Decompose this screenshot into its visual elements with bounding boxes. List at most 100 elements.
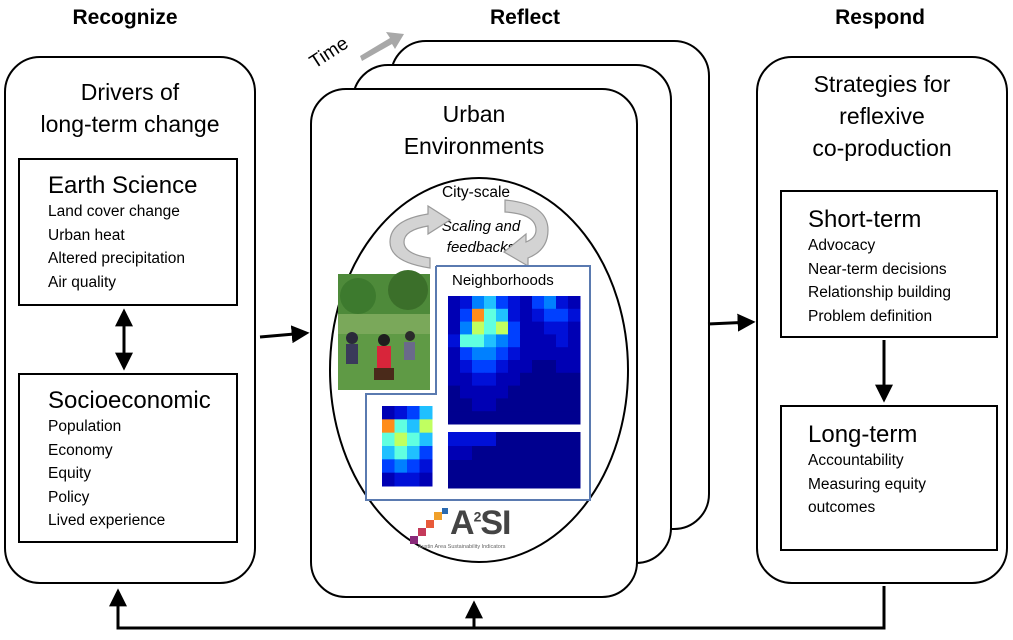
heatmap-cell	[544, 446, 557, 461]
earth-science-title: Earth Science	[48, 172, 198, 199]
heatmap-cell	[520, 398, 533, 412]
scaling-line2: feedbacks	[446, 239, 516, 256]
heatmap-cell	[520, 296, 533, 310]
earth-science-box: Earth Science Land cover change Urban he…	[18, 158, 238, 306]
heatmap-cell	[472, 372, 485, 387]
heatmap-cell	[472, 308, 485, 323]
list-item: Near-term decisions	[808, 260, 947, 278]
heatmap-cell	[508, 296, 521, 310]
heatmap-cell	[472, 460, 485, 475]
heatmap-cell	[532, 347, 545, 361]
heatmap-cell	[448, 321, 461, 335]
list-item: Problem definition	[808, 307, 933, 325]
heatmap-cell	[382, 406, 395, 420]
heatmap-cell	[496, 347, 509, 361]
scaling-line1: Scaling and	[441, 218, 521, 235]
heatmap-cell	[568, 411, 581, 425]
heatmap-cell	[448, 308, 461, 323]
heatmap-cell	[568, 321, 581, 335]
heatmap-cell	[508, 321, 521, 335]
heatmap-cell	[496, 411, 509, 425]
heatmap-cell	[460, 296, 473, 310]
recognize-to-reflect-arrow	[259, 325, 310, 344]
list-item: Equity	[48, 465, 92, 482]
heatmap-cell	[520, 460, 533, 475]
heatmap-cell	[407, 406, 420, 420]
socioeconomic-box: Socioeconomic Population Economy Equity …	[18, 373, 238, 543]
heatmap-cell	[568, 385, 581, 399]
heatmap-cell	[496, 321, 509, 335]
long-term-title: Long-term	[808, 421, 918, 448]
heatmap-cell	[568, 446, 581, 461]
heatmap-cell	[460, 460, 473, 475]
list-item: Advocacy	[808, 237, 876, 254]
long-term-box: Long-term Accountability Measuring equit…	[780, 405, 998, 551]
heatmap-cell	[484, 372, 497, 387]
heatmap-cell	[460, 347, 473, 361]
heatmap-cell	[460, 432, 473, 447]
heatmap-cell	[382, 419, 395, 434]
heatmap-cell	[508, 411, 521, 425]
heatmap-cell	[496, 360, 509, 374]
heatmap-cell	[484, 296, 497, 310]
heatmap-cell	[508, 460, 521, 475]
heatmap-cell	[472, 411, 485, 425]
heatmap-cell	[448, 347, 461, 361]
heatmap-cell	[484, 347, 497, 361]
heatmap-cell	[508, 474, 521, 489]
heatmap-cell	[382, 459, 395, 474]
socioeconomic-title: Socioeconomic	[48, 387, 211, 414]
heatmap-cell	[394, 406, 408, 420]
heatmap-cell	[484, 334, 497, 348]
reflect-header: Reflect	[489, 6, 561, 29]
heatmap-cell	[568, 460, 581, 475]
list-item: outcomes	[808, 499, 876, 516]
heatmap-cell	[520, 334, 533, 348]
heatmap-cell	[508, 372, 521, 387]
heatmap-cell	[556, 372, 569, 387]
heatmap-cell	[448, 385, 461, 399]
city-scale-label: City-scale	[441, 184, 511, 201]
heatmap-cell	[496, 334, 509, 348]
heatmap-large	[448, 296, 581, 425]
neighborhoods-label: Neighborhoods	[452, 272, 554, 289]
respond-header: Respond	[835, 6, 925, 29]
heatmap-cell	[532, 372, 545, 387]
heatmap-cell	[382, 432, 395, 447]
heatmap-cell	[484, 308, 497, 323]
heatmap-cell	[556, 334, 569, 348]
heatmap-cell	[472, 398, 485, 412]
heatmap-cell	[419, 446, 433, 460]
heatmap-cell	[568, 347, 581, 361]
heatmap-cell	[544, 347, 557, 361]
heatmap-cell	[460, 385, 473, 399]
a2si-logo-text: A2SI	[450, 504, 511, 543]
heatmap-cell	[496, 296, 509, 310]
heatmap-cell	[568, 308, 581, 323]
heatmap-cell	[568, 334, 581, 348]
heatmap-cell	[520, 446, 533, 461]
heatmap-cell	[508, 308, 521, 323]
heatmap-bottom	[448, 432, 581, 489]
heatmap-cell	[556, 398, 569, 412]
heatmap-cell	[472, 321, 485, 335]
list-item: Lived experience	[48, 512, 166, 529]
heatmap-cell	[460, 372, 473, 387]
heatmap-cell	[484, 474, 497, 489]
list-item: Urban heat	[48, 226, 125, 244]
heatmap-cell	[419, 432, 433, 447]
list-item: Economy	[48, 441, 113, 459]
heatmap-cell	[520, 308, 533, 323]
heatmap-cell	[532, 474, 545, 489]
heatmap-cell	[460, 398, 473, 412]
heatmap-cell	[460, 411, 473, 425]
heatmap-cell	[544, 432, 557, 447]
heatmap-cell	[544, 385, 557, 399]
list-item: Policy	[48, 488, 90, 506]
heatmap-cell	[556, 321, 569, 335]
recognize-title-line2: long-term change	[40, 111, 220, 137]
heatmap-cell	[394, 459, 408, 474]
feedback-loop-arrow	[109, 586, 886, 630]
heatmap-cell	[448, 474, 461, 489]
